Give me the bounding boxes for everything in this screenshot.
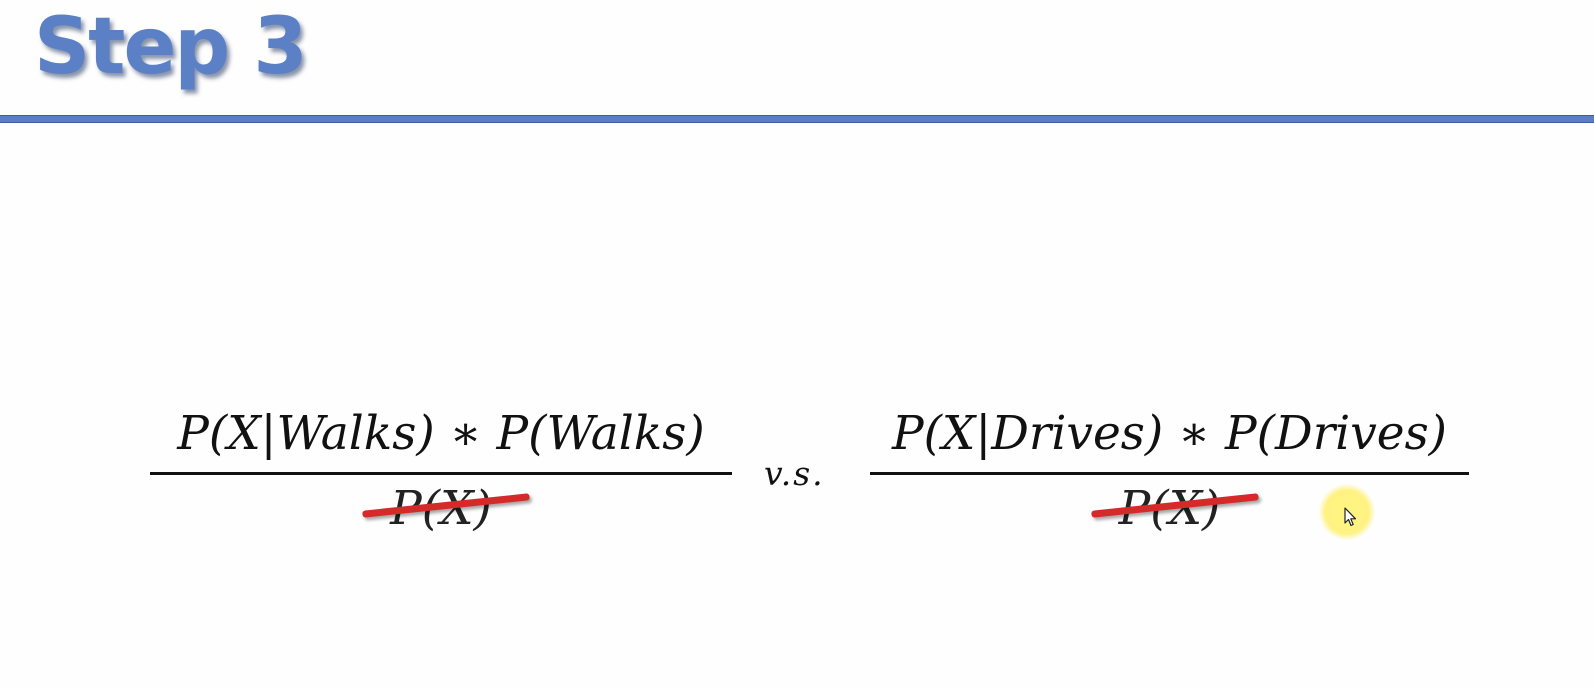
versus-label: v.s. (764, 454, 825, 493)
fraction-bar-drives (870, 472, 1469, 475)
denominator-drives: P(X) (1090, 479, 1259, 539)
fraction-walks: P(X|Walks) ∗ P(Walks) P(X) (150, 402, 732, 539)
numerator-walks: P(X|Walks) ∗ P(Walks) (177, 406, 705, 461)
denominator-walks: P(X) (362, 479, 531, 539)
mouse-pointer-icon (1344, 507, 1357, 527)
title-divider (0, 115, 1594, 123)
fraction-bar-walks (150, 472, 732, 475)
slide-title: Step 3 (34, 2, 308, 92)
fraction-drives: P(X|Drives) ∗ P(Drives) P(X) (870, 402, 1469, 539)
numerator-drives: P(X|Drives) ∗ P(Drives) (891, 406, 1448, 461)
